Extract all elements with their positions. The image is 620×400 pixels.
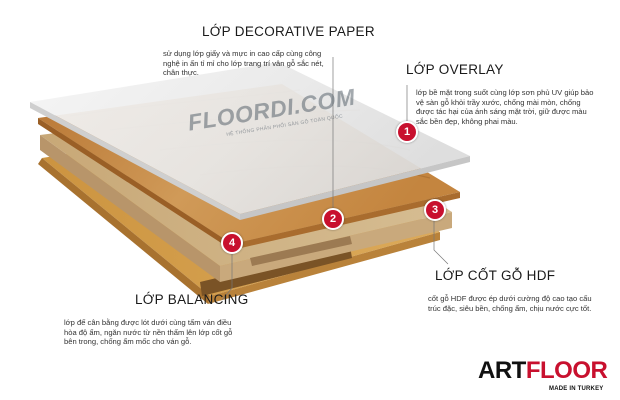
balancing-title: LỚP BALANCING	[135, 292, 249, 307]
overlay-title: LỚP OVERLAY	[406, 62, 504, 77]
overlay-description: lớp bề mặt trong suốt cùng lớp sơn phủ U…	[416, 88, 594, 126]
brand-tagline: MADE IN TURKEY	[549, 386, 604, 392]
layer-2-badge: 2	[322, 208, 344, 230]
hdf-core-description: cốt gỗ HDF được ép dưới cường độ cao tạo…	[428, 294, 592, 313]
artfloor-logo: ARTFLOOR	[478, 357, 608, 385]
layer-3-badge: 3	[424, 199, 446, 221]
brand-part-1: ART	[478, 357, 526, 384]
layer-4-badge: 4	[221, 232, 243, 254]
overlay-layer	[30, 62, 470, 220]
hdf-core-title: LỚP CỐT GỖ HDF	[435, 268, 556, 283]
leader-lines	[221, 57, 449, 301]
layer-1-badge: 1	[396, 121, 418, 143]
balancing-description: lớp đế cân bằng được lót dưới cùng tấm v…	[64, 318, 233, 347]
decorative-paper-title: LỚP DECORATIVE PAPER	[202, 24, 375, 39]
brand-part-2: FLOOR	[525, 357, 608, 384]
decorative-paper-description: sử dụng lớp giấy và mực in cao cấp cùng …	[163, 49, 324, 78]
